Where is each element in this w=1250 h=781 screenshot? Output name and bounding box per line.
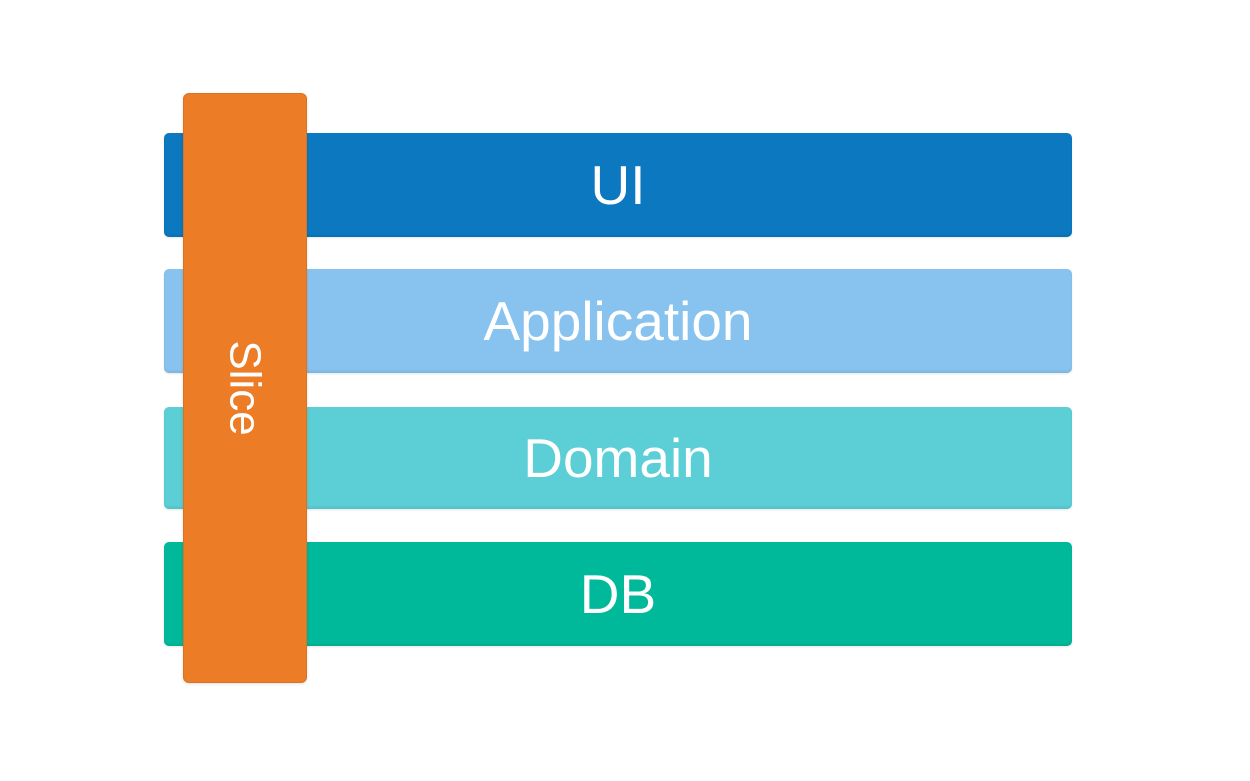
slice-label: Slice bbox=[221, 340, 270, 436]
layer-bar-db: DB bbox=[164, 542, 1072, 646]
layer-label-db: DB bbox=[579, 562, 657, 625]
slice-bar: Slice bbox=[183, 93, 307, 683]
layer-bar-application: Application bbox=[164, 269, 1072, 373]
layer-label-ui: UI bbox=[590, 153, 646, 216]
layer-label-application: Application bbox=[483, 289, 753, 352]
layer-label-domain: Domain bbox=[523, 426, 713, 489]
layer-bar-ui: UI bbox=[164, 133, 1072, 237]
layer-bar-domain: Domain bbox=[164, 407, 1072, 509]
